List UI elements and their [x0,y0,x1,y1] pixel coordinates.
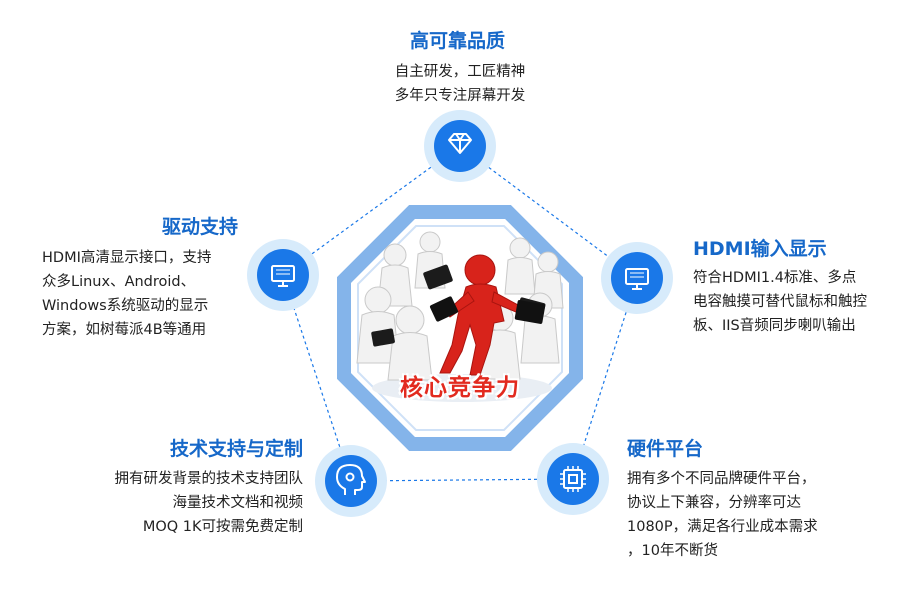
driver-title: 驱动支持 [162,216,239,238]
hardware-line-1: 拥有多个不同品牌硬件平台， [627,471,816,487]
hardware-description: 拥有多个不同品牌硬件平台， 协议上下兼容，分辨率可达 1080P，满足各行业成本… [627,467,818,563]
connector-tech-driver [282,274,352,482]
driver-line-3: Windows系统驱动的显示 [42,298,209,314]
diamond-icon [448,133,472,154]
tech-line-2: 海量技术文档和视频 [172,495,304,511]
hdmi-line-1: 符合HDMI1.4标准、多点 [693,270,857,286]
connector-quality-hdmi [459,145,638,279]
chip-icon [560,466,586,492]
monitor-icon [271,265,295,287]
tech-title: 技术支持与定制 [169,438,303,460]
connector-hardware-tech [350,478,574,482]
node-hardware-circle [537,443,609,515]
hardware-title: 硬件平台 [627,438,704,460]
node-tech-circle [315,445,387,517]
driver-line-2: 众多Linux、Android、 [42,274,196,290]
hdmi-title: HDMI输入显示 [693,238,827,260]
node-quality-circle [424,110,496,182]
connector-driver-quality [282,145,461,276]
hardware-line-2: 协议上下兼容，分辨率可达 [627,495,801,511]
tech-line-1: 拥有研发背景的技术支持团队 [114,471,304,487]
driver-line-4: 方案，如树莓派4B等通用 [42,322,207,338]
node-driver-circle [247,239,319,311]
quality-description: 自主研发，工匠精神 多年只专注屏幕开发 [340,60,580,108]
driver-line-1: HDMI高清显示接口，支持 [42,250,212,266]
monitor-icon [625,268,649,290]
hdmi-description: 符合HDMI1.4标准、多点 电容触摸可替代鼠标和触控 板、IIS音频同步喇叭输… [693,266,867,338]
quality-line-1: 自主研发，工匠精神 [394,64,526,80]
quality-line-2: 多年只专注屏幕开发 [394,88,526,104]
hardware-line-4: ，10年不断货 [627,543,718,559]
tech-line-3: MOQ 1K可按需免费定制 [142,519,303,535]
head-icon [336,464,366,495]
quality-title: 高可靠品质 [410,30,506,52]
tech-description: 拥有研发背景的技术支持团队 海量技术文档和视频 MOQ 1K可按需免费定制 [43,467,304,539]
node-hdmi-circle [601,242,673,314]
center-label: 核心竞争力 [400,374,520,401]
hdmi-line-2: 电容触摸可替代鼠标和触控 [693,294,867,310]
center-illustration [356,231,564,402]
driver-description: HDMI高清显示接口，支持 众多Linux、Android、 Windows系统… [42,246,211,342]
hardware-line-3: 1080P，满足各行业成本需求 [627,519,818,535]
hdmi-line-3: 板、IIS音频同步喇叭输出 [693,318,856,334]
